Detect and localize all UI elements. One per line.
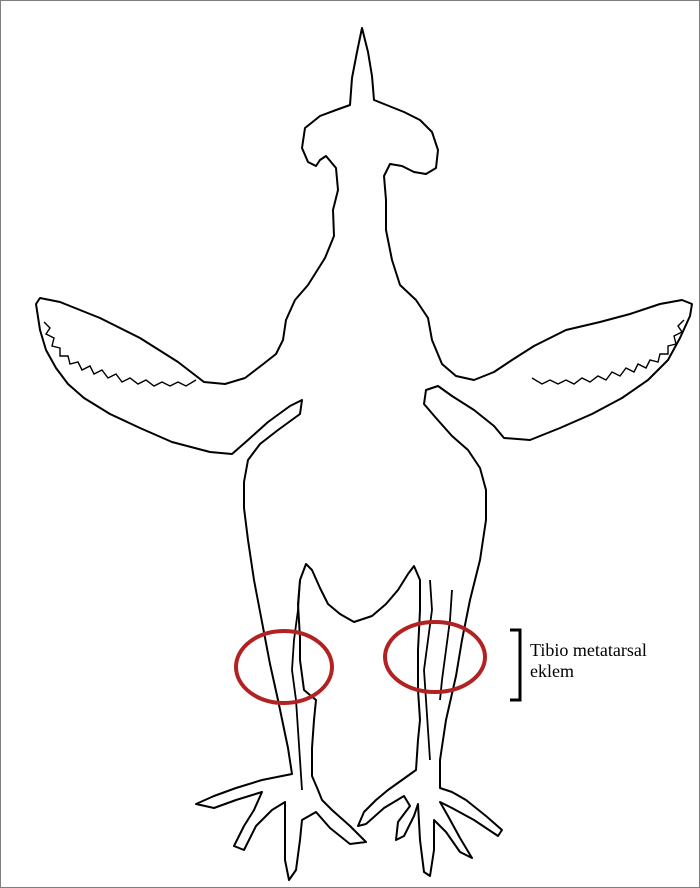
joint-label-line2: eklem — [530, 661, 698, 682]
left-leg-inner-line — [292, 580, 302, 790]
right-leg-inner-line-2 — [440, 590, 452, 700]
joint-label: Tibio metatarsal eklem — [530, 640, 698, 682]
left-joint-highlight-circle — [236, 631, 332, 703]
left-wing-feather-edge — [44, 322, 196, 386]
joint-label-line1: Tibio metatarsal — [530, 640, 698, 661]
carcass-outline — [36, 28, 692, 880]
label-bracket — [510, 630, 520, 700]
right-joint-highlight-circle — [385, 622, 485, 692]
right-leg-inner-line — [424, 580, 432, 760]
right-wing-feather-edge — [532, 320, 684, 384]
